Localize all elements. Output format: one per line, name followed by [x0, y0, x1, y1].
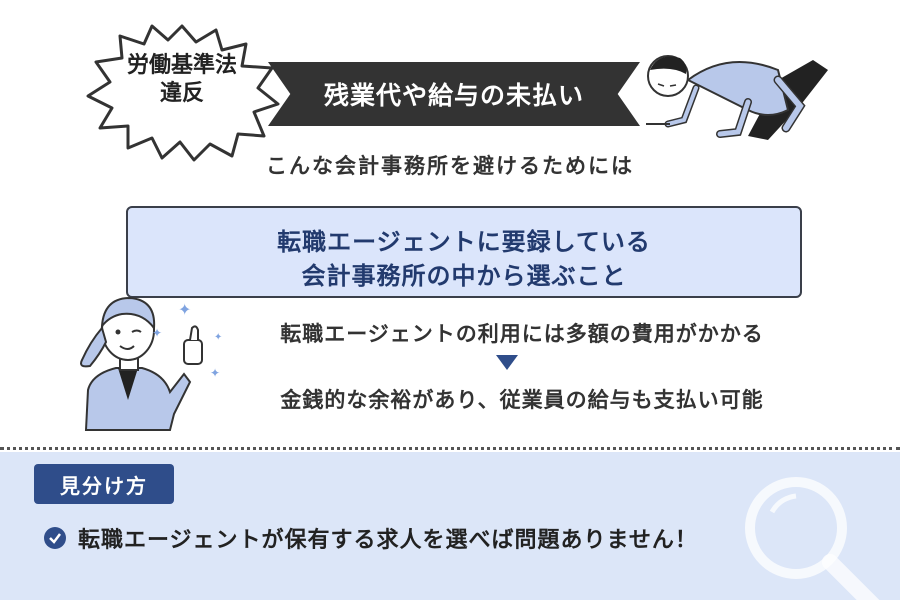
check-circle-icon	[44, 527, 66, 549]
burst-line-2: 違反	[159, 81, 204, 106]
burst-shape	[86, 24, 280, 162]
highlight-line-2: 会計事務所の中から選ぶこと	[301, 262, 627, 290]
crawling-man-illustration	[646, 55, 828, 140]
highlight-box	[126, 206, 802, 298]
reason-line-2: 金銭的な余裕があり、従業員の給与も支払い可能	[280, 388, 764, 412]
sparkle-icon: ✦	[214, 332, 223, 343]
reason-line-1: 転職エージェントの利用には多額の費用がかかる	[280, 322, 764, 346]
sparkle-icon: ✦	[178, 300, 192, 319]
sparkle-icon: ✦	[210, 366, 221, 380]
how-to-tell-item: 転職エージェントが保有する求人を選べば問題ありません！	[78, 528, 698, 553]
down-triangle-icon	[496, 355, 518, 370]
burst-label: 労働基準法 違反	[100, 52, 264, 108]
how-to-tell-tag: 見分け方	[34, 464, 174, 504]
dotted-divider	[0, 447, 900, 450]
subtitle: こんな会計事務所を避けるためには	[266, 154, 634, 178]
burst-line-1: 労働基準法	[126, 53, 237, 78]
title-ribbon	[268, 62, 640, 126]
title-ribbon-label: 残業代や給与の未払い	[323, 81, 584, 110]
sparkle-icon: ✦	[152, 326, 163, 340]
thumbs-up-woman-illustration	[80, 296, 203, 431]
highlight-line-1: 転職エージェントに要録している	[277, 228, 651, 256]
